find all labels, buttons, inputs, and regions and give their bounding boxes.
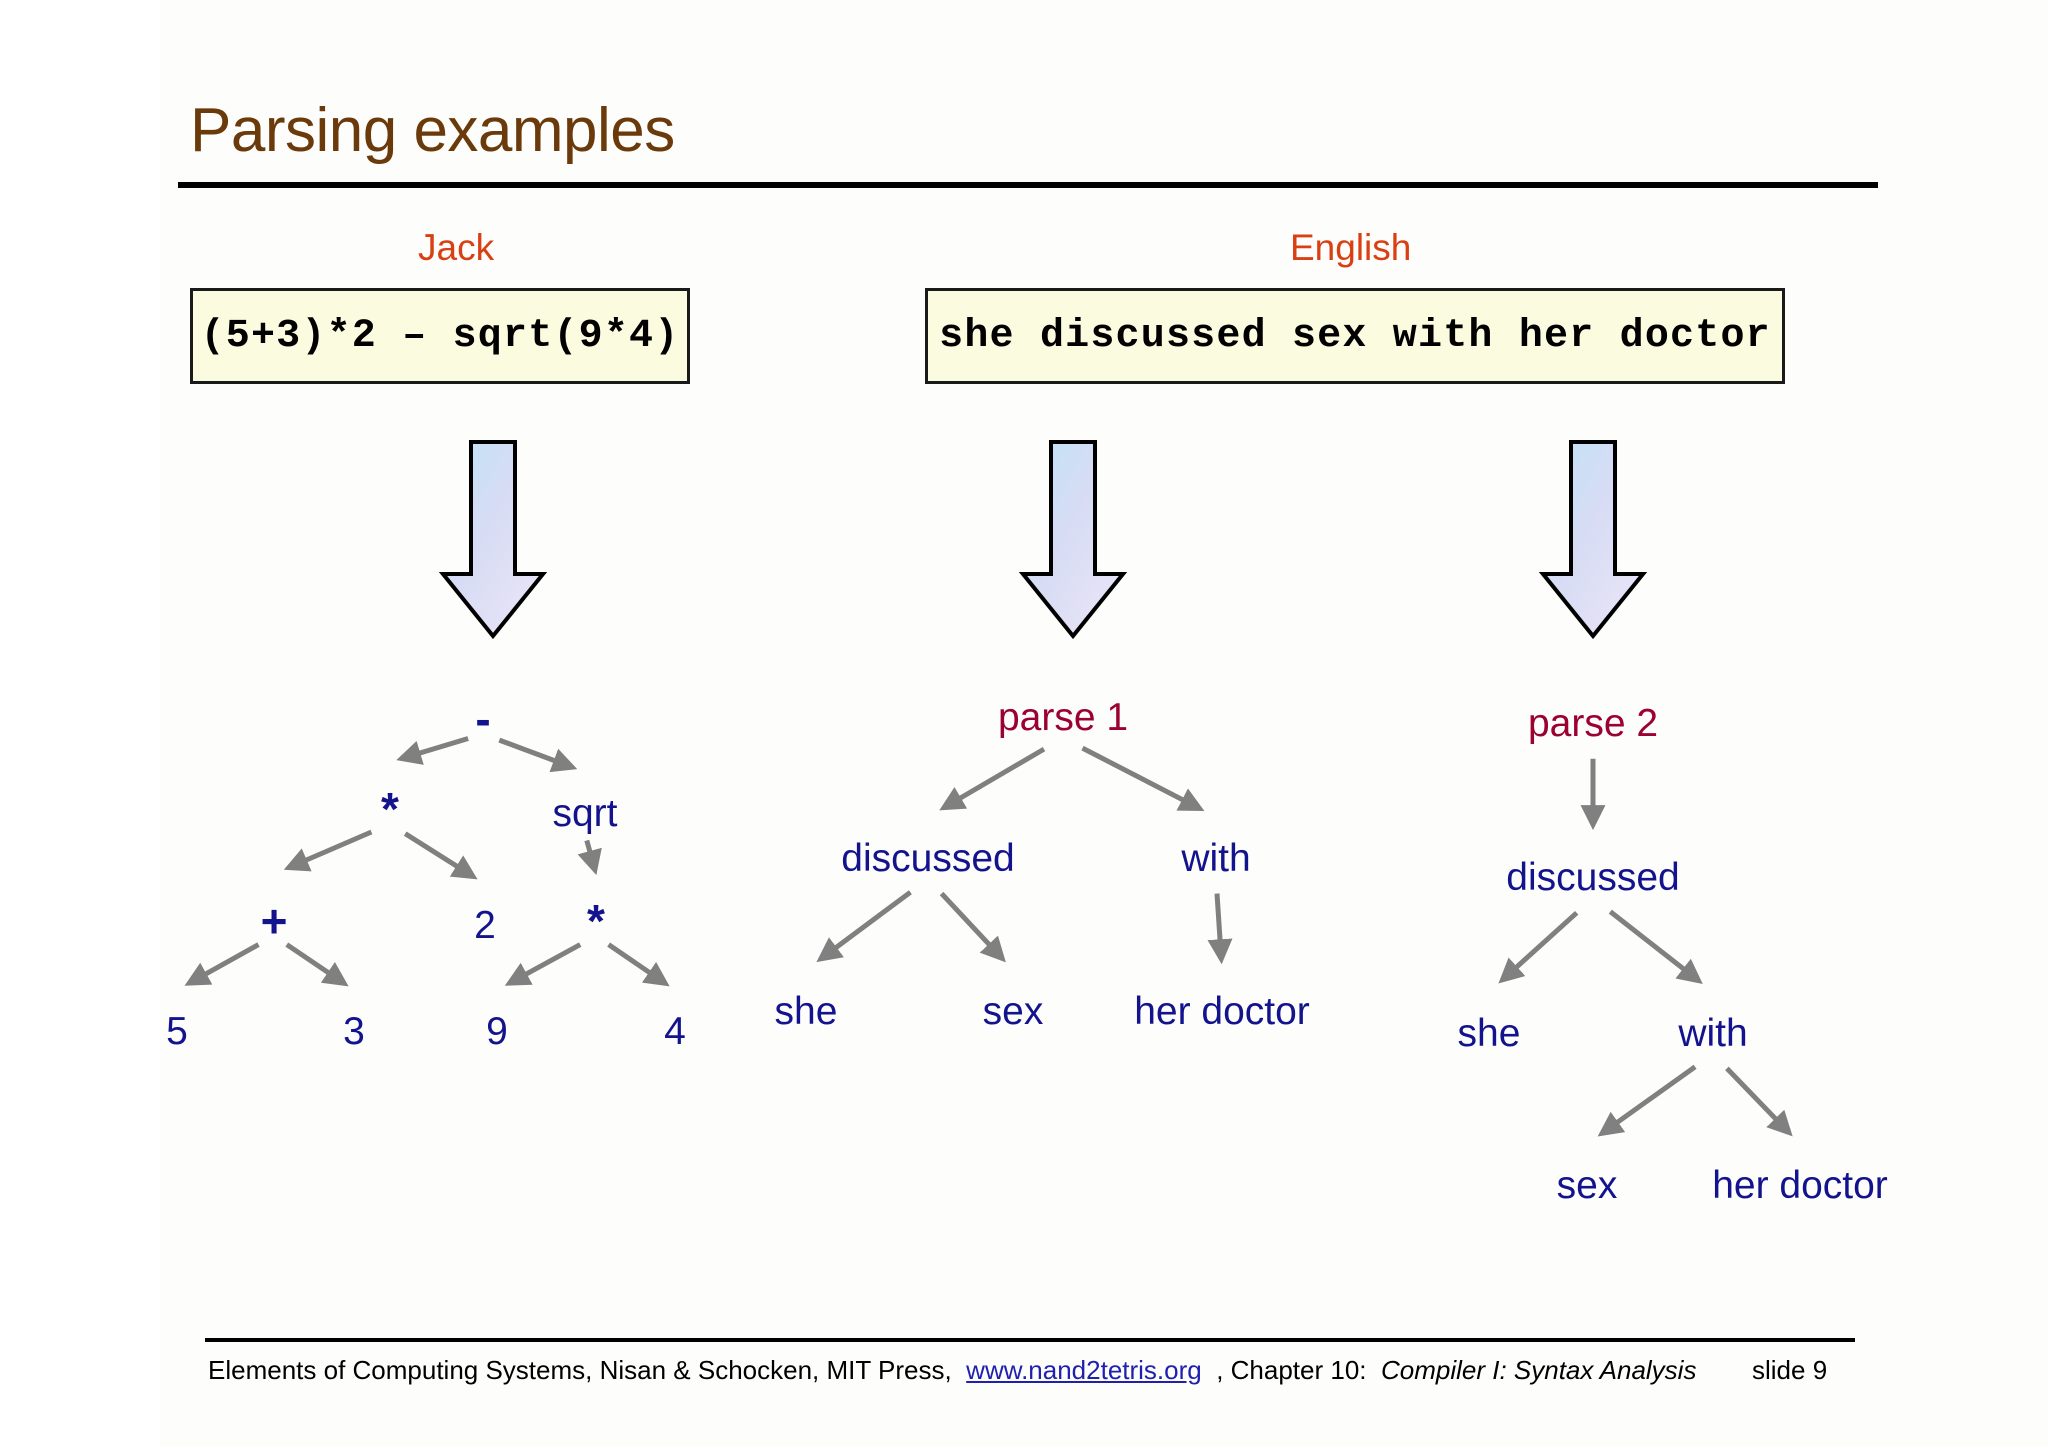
- footer-citation: Elements of Computing Systems, Nisan & S…: [208, 1355, 1696, 1386]
- tree-node-parse2-she: she: [1457, 1012, 1521, 1055]
- footer-chapter-title: Compiler I: Syntax Analysis: [1380, 1355, 1697, 1385]
- tree-node-parse2-p2: parse 2: [1527, 702, 1659, 745]
- footer-divider: [205, 1338, 1855, 1342]
- footer-middle: , Chapter 10:: [1216, 1355, 1367, 1385]
- tree-node-parse1-p1: parse 1: [997, 696, 1129, 739]
- page-title: Parsing examples: [190, 96, 675, 165]
- tree-node-parse1-sex: sex: [982, 990, 1044, 1033]
- tree-node-jack-three: 3: [343, 1010, 365, 1053]
- tree-node-parse1-herdoctor: her doctor: [1134, 990, 1310, 1033]
- derives-arrow-jack: [438, 440, 548, 640]
- tree-node-jack-sqrt: sqrt: [552, 792, 618, 835]
- title-divider: [178, 182, 1878, 188]
- tree-node-jack-four: 4: [664, 1010, 686, 1053]
- column-caption-english: English: [1290, 227, 1412, 268]
- content-panel: [160, 0, 2048, 1447]
- derives-arrow-parse2: [1538, 440, 1648, 640]
- tree-node-parse1-she: she: [774, 990, 838, 1033]
- tree-node-parse2-with: with: [1678, 1012, 1748, 1055]
- tree-node-jack-two: 2: [474, 904, 496, 947]
- tree-node-parse2-sex: sex: [1556, 1164, 1618, 1207]
- nand2tetris-link[interactable]: www.nand2tetris.org: [966, 1355, 1202, 1385]
- tree-node-jack-minus: -: [475, 693, 491, 745]
- tree-node-jack-times2: *: [587, 895, 605, 947]
- tree-node-parse1-discussed: discussed: [841, 837, 1015, 880]
- slide-number: slide 9: [1752, 1355, 1828, 1385]
- tree-node-jack-five: 5: [166, 1010, 188, 1053]
- tree-node-parse2-discussed: discussed: [1506, 856, 1680, 899]
- code-box-jack: (5+3)*2 – sqrt(9*4): [190, 288, 690, 384]
- tree-node-parse1-with: with: [1181, 837, 1251, 880]
- column-caption-jack: Jack: [418, 227, 495, 268]
- tree-node-jack-plus: +: [260, 895, 288, 947]
- tree-node-jack-times1: *: [381, 783, 399, 835]
- code-box-english: she discussed sex with her doctor: [925, 288, 1785, 384]
- tree-node-jack-nine: 9: [486, 1010, 508, 1053]
- footer-prefix: Elements of Computing Systems, Nisan & S…: [208, 1355, 952, 1385]
- derives-arrow-parse1: [1018, 440, 1128, 640]
- tree-node-parse2-herdoctor: her doctor: [1712, 1164, 1888, 1207]
